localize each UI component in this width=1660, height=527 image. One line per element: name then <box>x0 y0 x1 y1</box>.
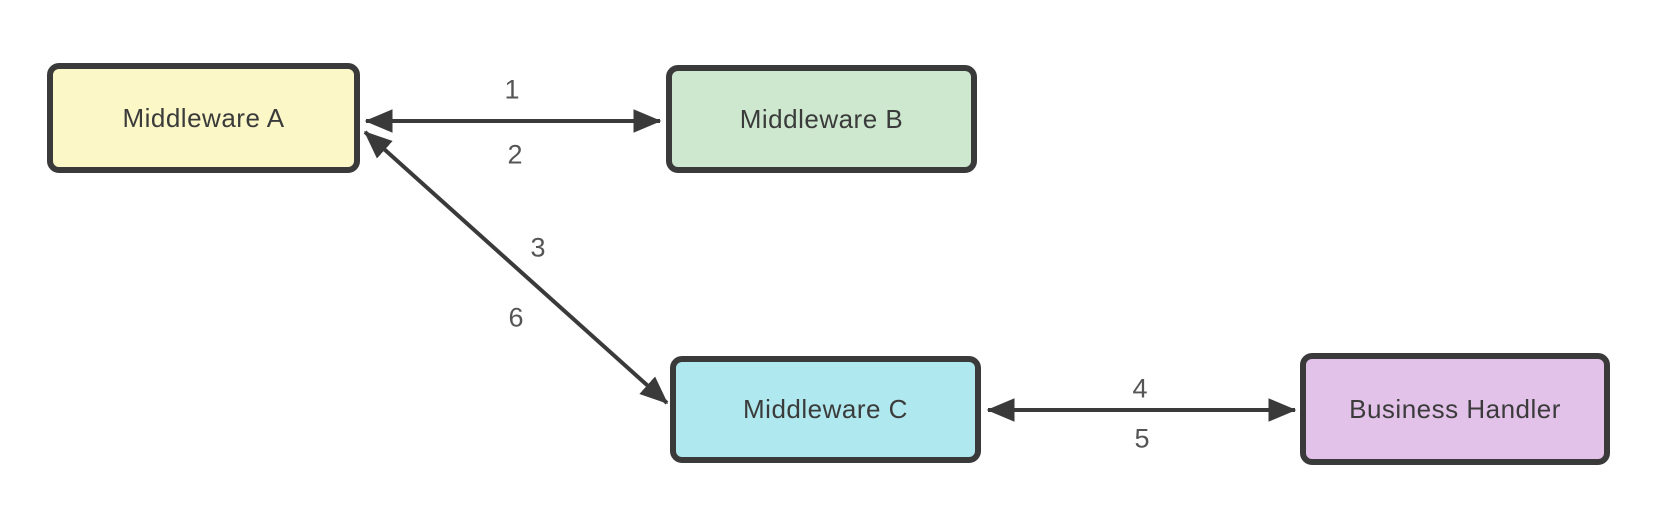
edge-a-c-line <box>363 130 669 405</box>
node-middleware-b-label: Middleware B <box>739 103 904 134</box>
node-middleware-c: Middleware C <box>670 356 981 463</box>
node-middleware-c-label: Middleware C <box>743 394 908 424</box>
node-business-handler: Business Handler <box>1300 353 1610 465</box>
node-middleware-b: Middleware B <box>666 65 977 173</box>
node-middleware-a-label: Middleware A <box>122 102 285 133</box>
edge-label-2: 2 <box>507 139 523 170</box>
edge-label-1: 1 <box>504 74 520 105</box>
node-middleware-a: Middleware A <box>47 63 360 173</box>
node-business-handler-label: Business Handler <box>1349 393 1561 424</box>
edge-label-4: 4 <box>1132 373 1148 404</box>
edge-label-5: 5 <box>1134 423 1150 454</box>
edge-label-6: 6 <box>508 302 524 333</box>
edge-label-3: 3 <box>530 232 546 263</box>
